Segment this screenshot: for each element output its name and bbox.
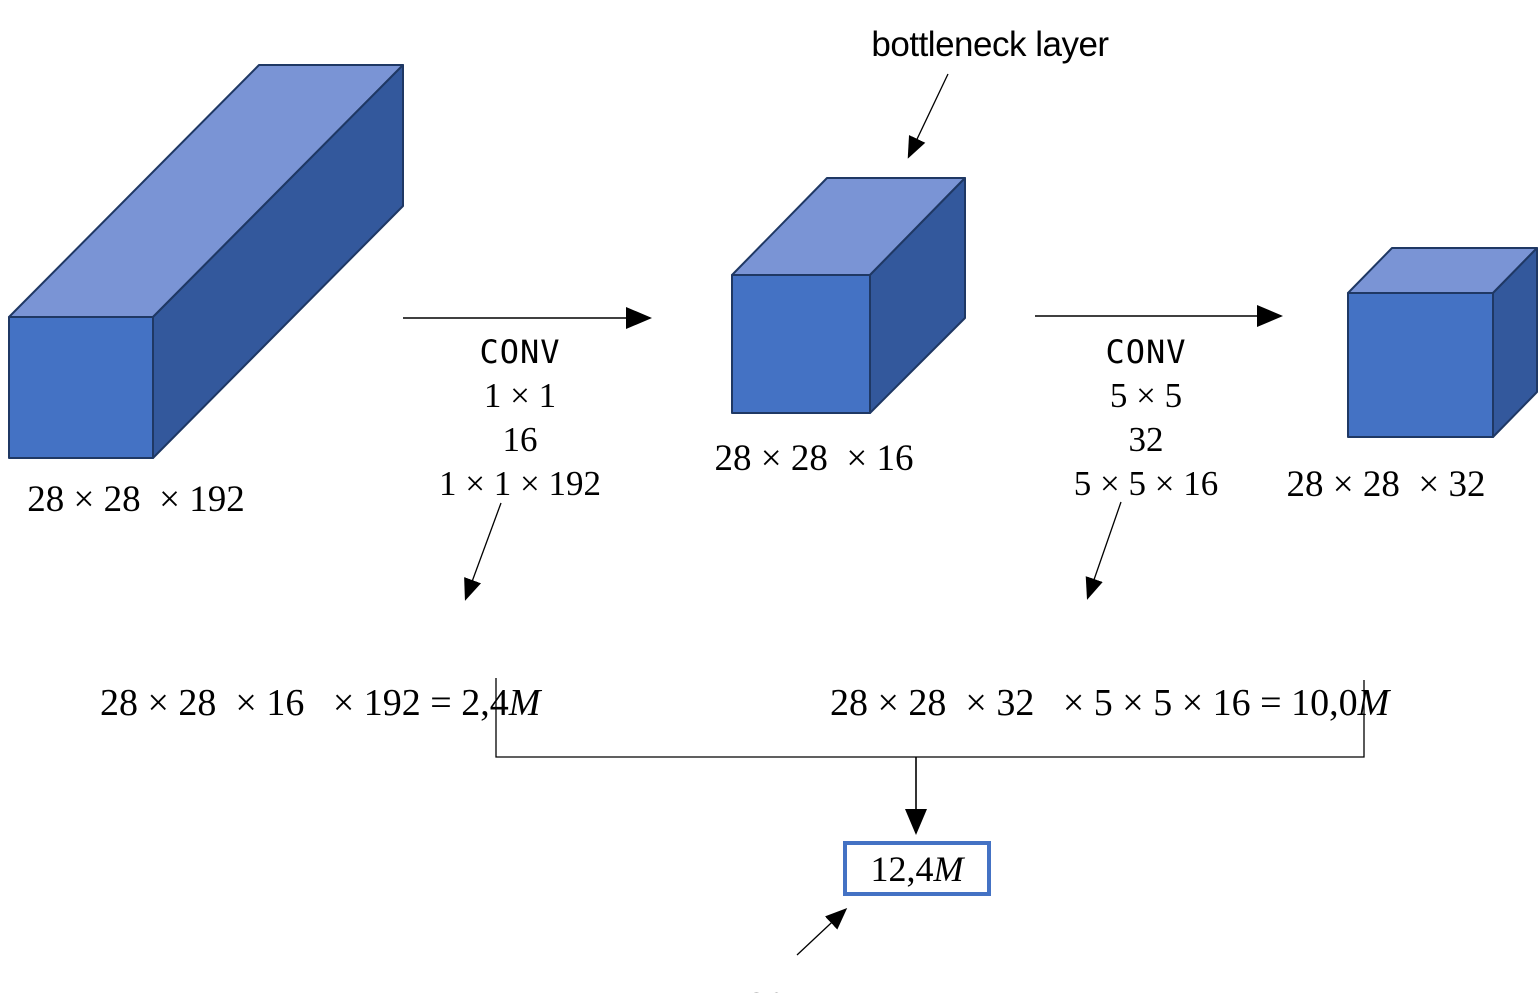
conv1-cost-value: 28 × 28 × 16 × 192 = 2,4 <box>100 681 509 724</box>
grand-total-label: 120M <box>691 941 818 993</box>
conv1-spec: CONV 1 × 1 16 1 × 1 × 192 <box>400 330 640 506</box>
conv2-cost-pointer-arrow <box>1085 501 1122 600</box>
conv2-spec: CONV 5 × 5 32 5 × 5 × 16 <box>1026 330 1266 506</box>
conv1-op-label: CONV <box>479 333 561 371</box>
output-volume-front-face <box>1347 292 1494 438</box>
grand-total-pointer-arrow <box>796 907 848 956</box>
output-volume-label: 28 × 28 × 32 <box>1286 464 1486 505</box>
sum-bracket-line <box>495 678 1365 758</box>
conv2-cost-equation: 28 × 28 × 32 × 5 × 5 × 16 = 10,0M <box>792 638 1389 769</box>
bottleneck-pointer-arrow <box>907 73 949 159</box>
conv2-op-label: CONV <box>1105 333 1187 371</box>
input-volume-label: 28 × 28 × 192 <box>27 479 245 520</box>
conv2-cost-unit: M <box>1357 681 1390 724</box>
conv1-filter-shape-label: 1 × 1 × 192 <box>439 464 601 503</box>
conv1-kernel-label: 1 × 1 <box>483 376 557 415</box>
input-volume-cuboid <box>8 64 404 459</box>
conv2-filter-shape-label: 5 × 5 × 16 <box>1073 464 1219 503</box>
conv2-cost-value: 28 × 28 × 32 × 5 × 5 × 16 = 10,0 <box>830 681 1358 724</box>
output-volume-cuboid <box>1347 247 1538 438</box>
total-cost-unit: M <box>933 848 964 889</box>
conv1-cost-pointer-arrow <box>464 502 502 601</box>
conv1-filters-label: 16 <box>502 420 538 459</box>
conv2-filters-label: 32 <box>1128 420 1164 459</box>
grand-total-value: 120 <box>729 985 786 993</box>
bottleneck-volume-label: 28 × 28 × 16 <box>714 438 914 479</box>
total-cost-value: 12,4 <box>870 848 934 889</box>
bottleneck-volume-cuboid <box>731 177 966 414</box>
bottleneck-layer-label: bottleneck layer <box>871 25 1109 64</box>
input-volume-front-face <box>8 316 154 459</box>
conv2-kernel-label: 5 × 5 <box>1109 376 1183 415</box>
conv1-cost-unit: M <box>508 681 541 724</box>
conv1-cost-equation: 28 × 28 × 16 × 192 = 2,4M <box>62 638 540 769</box>
bottleneck-volume-front-face <box>731 274 871 414</box>
grand-total-unit: M <box>786 985 818 993</box>
